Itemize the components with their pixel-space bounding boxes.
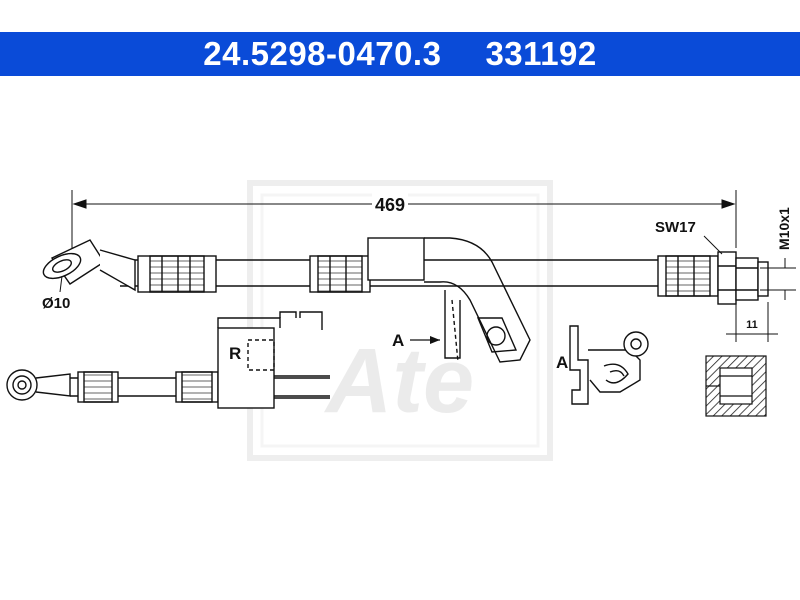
right-side-label: R	[229, 344, 241, 363]
banjo-fitting-left	[42, 239, 136, 292]
view-arrow-head	[430, 336, 440, 344]
diameter-leader	[59, 275, 63, 293]
wrench-size-label: SW17	[655, 219, 696, 236]
detail-view-label: A	[556, 353, 568, 372]
hex-fitting	[717, 251, 769, 305]
watermark-frame	[247, 180, 553, 461]
crimp-sleeve-2	[309, 255, 371, 293]
thread-label: M10x1	[776, 207, 792, 250]
length-label: 469	[375, 195, 405, 215]
detail-view-bracket	[569, 325, 649, 405]
main-hose	[42, 237, 769, 363]
side-view-hose	[6, 311, 330, 409]
title-bar: 24.5298-0470.3 331192	[0, 32, 800, 76]
view-marker-label: A	[392, 331, 404, 350]
crimp-sleeve-3	[657, 255, 719, 297]
wrench-leader	[703, 235, 723, 255]
ate-watermark: Ate	[247, 180, 553, 461]
diameter-label: Ø10	[42, 295, 70, 312]
ate-logo-text: Ate	[324, 330, 474, 432]
hose-bracket	[367, 237, 531, 363]
thread-section-detail	[705, 355, 767, 417]
length-label-bg	[372, 192, 408, 214]
crimp-sleeve-1	[137, 255, 217, 293]
thread-length-dimension	[726, 302, 778, 342]
thread-length-label: 11	[746, 319, 758, 331]
reference-number: 331192	[485, 35, 597, 72]
part-number: 24.5298-0470.3	[203, 35, 442, 72]
